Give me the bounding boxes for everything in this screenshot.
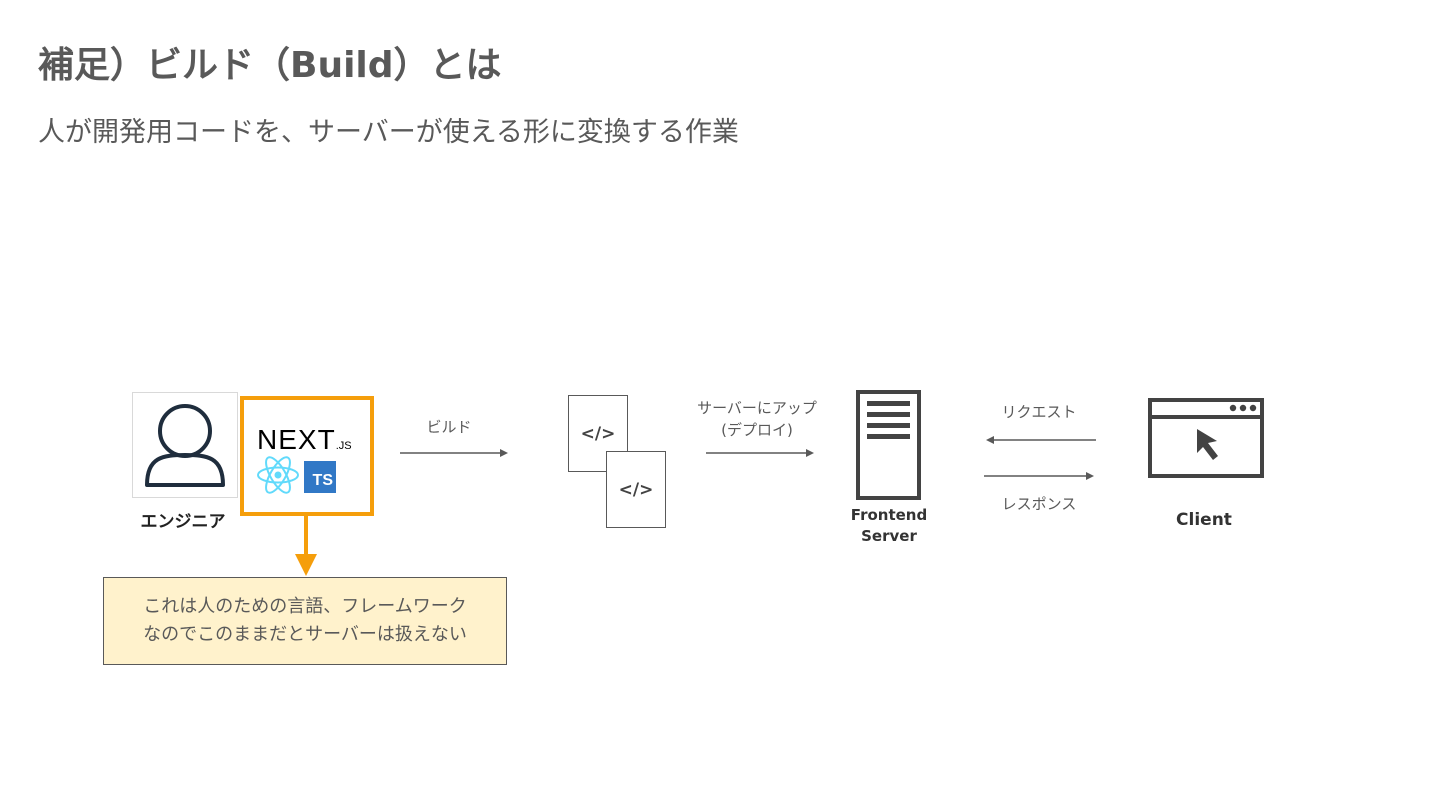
response-arrow [984, 472, 1094, 480]
note-line-1: これは人のための言語、フレームワーク [143, 596, 467, 617]
client-label: Client [1176, 510, 1232, 530]
request-label: リクエスト [1001, 403, 1077, 421]
response-label: レスポンス [1001, 495, 1077, 513]
server-icon [856, 390, 921, 500]
build-label: ビルド [426, 418, 472, 436]
react-icon [257, 456, 299, 494]
nextjs-logo: NEXT.JS [257, 424, 352, 456]
deploy-label-line-2: (デプロイ) [721, 421, 793, 439]
note-arrow [295, 512, 317, 576]
server-label: Frontend Server [840, 505, 938, 547]
page-title: 補足）ビルド（Build）とは [38, 45, 502, 86]
typescript-badge: TS [304, 461, 336, 493]
tech-stack-box [240, 396, 374, 516]
cursor-icon [1197, 429, 1218, 460]
nextjs-logo-suffix: .JS [335, 440, 352, 452]
engineer-label: エンジニア [140, 512, 226, 532]
page-subtitle: 人が開発用コードを、サーバーが使える形に変換する作業 [38, 117, 739, 148]
person-icon [145, 404, 225, 487]
note-line-2: なのでこのままだとサーバーは扱えない [143, 624, 467, 645]
engineer-icon-box [132, 392, 238, 498]
deploy-label-line-1: サーバーにアップ [697, 399, 817, 417]
deploy-arrow [706, 449, 814, 457]
nextjs-logo-text: NEXT [257, 424, 336, 455]
code-file-2: </> [606, 451, 666, 528]
note-callout: これは人のための言語、フレームワーク なのでこのままだとサーバーは扱えない [103, 577, 507, 665]
server-label-line-2: Server [861, 527, 917, 545]
request-arrow [986, 436, 1096, 444]
build-arrow [400, 449, 508, 457]
browser-window-icon [1148, 398, 1264, 478]
server-label-line-1: Frontend [850, 506, 928, 524]
